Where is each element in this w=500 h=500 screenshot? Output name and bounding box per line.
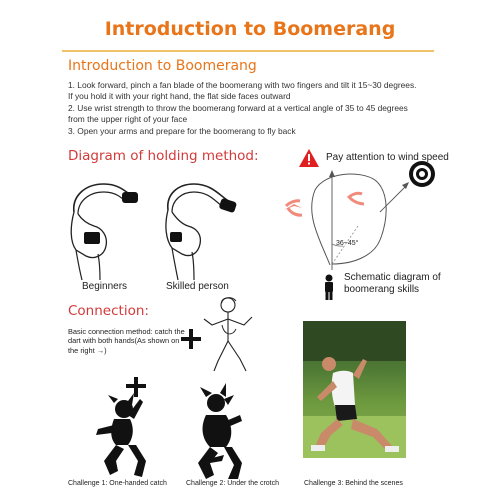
two-hand-catch-illustration bbox=[203, 297, 253, 372]
plus-boomerang-icon bbox=[181, 329, 201, 349]
connection-heading: Connection: bbox=[68, 303, 149, 319]
skilled-caption: Skilled person bbox=[166, 281, 229, 292]
connection-method-text: Basic connection method: catch the dart … bbox=[68, 327, 185, 355]
instruction-line: If you hold it with your right hand, the… bbox=[68, 91, 291, 102]
challenge-two-silhouette bbox=[198, 383, 242, 479]
challenge-three-photo bbox=[303, 321, 406, 458]
hand-skilled-illustration bbox=[165, 183, 237, 281]
instruction-line: from the upper right of your face bbox=[68, 114, 188, 125]
target-icon bbox=[409, 161, 435, 187]
challenge-two-caption: Challenge 2: Under the crotch bbox=[186, 480, 279, 487]
warning-icon bbox=[299, 149, 319, 167]
angle-label: 36~45° bbox=[336, 240, 359, 247]
title-divider bbox=[62, 50, 434, 52]
section-title-introduction: Introduction to Boomerang bbox=[68, 58, 257, 74]
instruction-line: 3. Open your arms and prepare for the bo… bbox=[68, 125, 296, 136]
challenge-three-caption: Challenge 3: Behind the scenes bbox=[304, 480, 403, 487]
instruction-line: 2. Use wrist strength to throw the boome… bbox=[68, 102, 408, 113]
page-title: Introduction to Boomerang bbox=[104, 18, 396, 40]
thrower-icon bbox=[325, 274, 333, 300]
flight-path-diagram bbox=[284, 170, 409, 270]
player-figure bbox=[303, 321, 406, 458]
schematic-caption: Schematic diagram of boomerang skills bbox=[344, 272, 441, 295]
instruction-line: 1. Look forward, pinch a fan blade of th… bbox=[68, 80, 417, 90]
hand-beginners-illustration bbox=[70, 183, 138, 281]
instructions-list: 1. Look forward, pinch a fan blade of th… bbox=[68, 80, 468, 137]
challenge-one-caption: Challenge 1: One-handed catch bbox=[68, 480, 167, 487]
beginners-caption: Beginners bbox=[82, 281, 128, 292]
wind-speed-warning: Pay attention to wind speed bbox=[326, 152, 449, 163]
challenge-one-silhouette bbox=[96, 377, 146, 477]
holding-method-heading: Diagram of holding method: bbox=[68, 148, 259, 164]
